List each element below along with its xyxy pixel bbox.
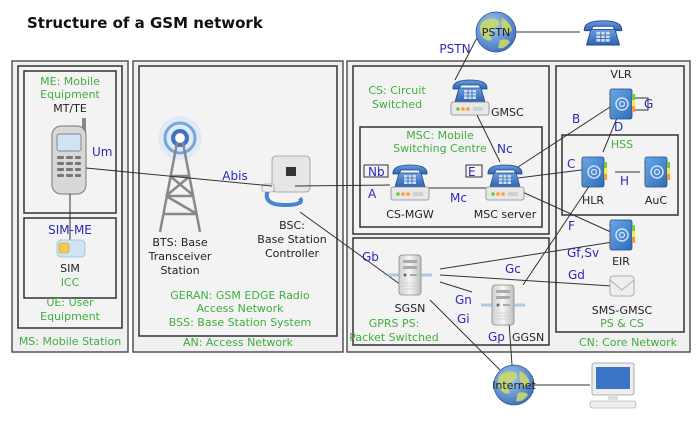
um-interface-label: Um <box>92 145 112 159</box>
mobile-phone-icon <box>51 118 87 195</box>
icc-label: ICC <box>61 276 80 289</box>
ue-label-2: Equipment <box>40 310 100 323</box>
auc-database-icon <box>643 156 671 188</box>
pstn-node-label: PSTN <box>482 26 511 39</box>
a-interface-label: A <box>368 187 377 201</box>
geran-label-3: BSS: Base Station System <box>169 316 311 329</box>
gp-interface-label: Gp <box>488 330 505 344</box>
h-interface-label: H <box>620 174 629 188</box>
gprs-region <box>352 237 550 346</box>
sms-gmsc-mail-icon <box>609 275 635 297</box>
gc-interface-label: Gc <box>505 262 521 276</box>
cs-label-1: CS: Circuit <box>368 84 426 97</box>
c-interface-label: C <box>567 157 575 171</box>
mc-interface-label: Mc <box>450 191 467 205</box>
f-interface-label: F <box>568 219 575 233</box>
ue-label-1: UE: User <box>46 296 94 309</box>
bsc-label-1: BSC: <box>279 219 305 232</box>
me-label-2: Equipment <box>40 88 100 101</box>
pstn-interface-label: PSTN <box>439 42 470 56</box>
bts-tower-icon <box>158 116 202 233</box>
hlr-database-icon <box>580 156 608 188</box>
bts-label-3: Station <box>160 264 199 277</box>
geran-label-2: Access Network <box>196 302 284 315</box>
me-label-1: ME: Mobile <box>40 75 100 88</box>
geran-region <box>138 65 338 337</box>
gi-interface-label: Gi <box>457 312 470 326</box>
telephone-icon <box>583 20 623 46</box>
sms-gmsc-label: SMS-GMSC <box>592 304 653 317</box>
cs-mgw-label: CS-MGW <box>386 208 434 221</box>
bts-label-2: Transceiver <box>148 250 212 263</box>
sim-me-interface-label: SIM-ME <box>48 223 92 237</box>
bsc-label-2: Base Station <box>257 233 326 246</box>
eir-database-icon <box>608 219 636 251</box>
vlr-label: VLR <box>610 68 632 81</box>
e-interface-label: E <box>468 165 476 179</box>
vlr-database-icon <box>608 88 636 120</box>
cn-label: CN: Core Network <box>579 336 678 349</box>
sgsn-label: SGSN <box>395 302 426 315</box>
msc-server-switch-icon <box>485 164 525 201</box>
bsc-icon <box>261 155 311 208</box>
gb-interface-label: Gb <box>362 250 379 264</box>
mt-te-label: MT/TE <box>53 102 87 115</box>
connection-lines <box>85 31 649 386</box>
hlr-label: HLR <box>582 194 604 207</box>
ps-cs-label: PS & CS <box>600 317 644 330</box>
msc-label-2: Switching Centre <box>393 142 487 155</box>
internet-label: Internet <box>492 379 536 392</box>
diagram-title: Structure of a GSM network <box>27 14 264 32</box>
an-label: AN: Access Network <box>183 336 294 349</box>
nb-interface-label: Nb <box>368 165 385 179</box>
auc-label: AuC <box>645 194 667 207</box>
sim-label: SIM <box>60 262 80 275</box>
sim-region <box>23 217 117 299</box>
gmsc-switch-icon <box>450 79 490 116</box>
nc-interface-label: Nc <box>497 142 513 156</box>
cs-mgw-switch-icon <box>390 164 430 201</box>
gf-sv-interface-label: Gf,Sv <box>567 246 599 260</box>
eir-label: EIR <box>612 255 630 268</box>
bts-label-1: BTS: Base <box>152 236 207 249</box>
ms-label: MS: Mobile Station <box>19 335 121 348</box>
b-interface-label: B <box>572 112 580 126</box>
gn-interface-label: Gn <box>455 293 472 307</box>
cs-label-2: Switched <box>372 98 422 111</box>
msc-label-1: MSC: Mobile <box>406 129 474 142</box>
msc-server-label: MSC server <box>474 208 537 221</box>
sim-card-icon <box>56 239 86 258</box>
hss-label: HSS <box>611 138 633 151</box>
g-interface-label: G <box>644 97 653 111</box>
gprs-label-1: GPRS PS: <box>369 317 420 330</box>
ggsn-label: GGSN <box>512 331 544 344</box>
gprs-label-2: Packet Switched <box>349 331 439 344</box>
d-interface-label: D <box>614 120 623 134</box>
geran-label-1: GERAN: GSM EDGE Radio <box>170 289 310 302</box>
abis-interface-label: Abis <box>222 169 247 183</box>
gd-interface-label: Gd <box>568 268 585 282</box>
computer-icon <box>589 362 637 409</box>
bsc-label-3: Controller <box>265 247 320 260</box>
gmsc-label: GMSC <box>491 106 524 119</box>
